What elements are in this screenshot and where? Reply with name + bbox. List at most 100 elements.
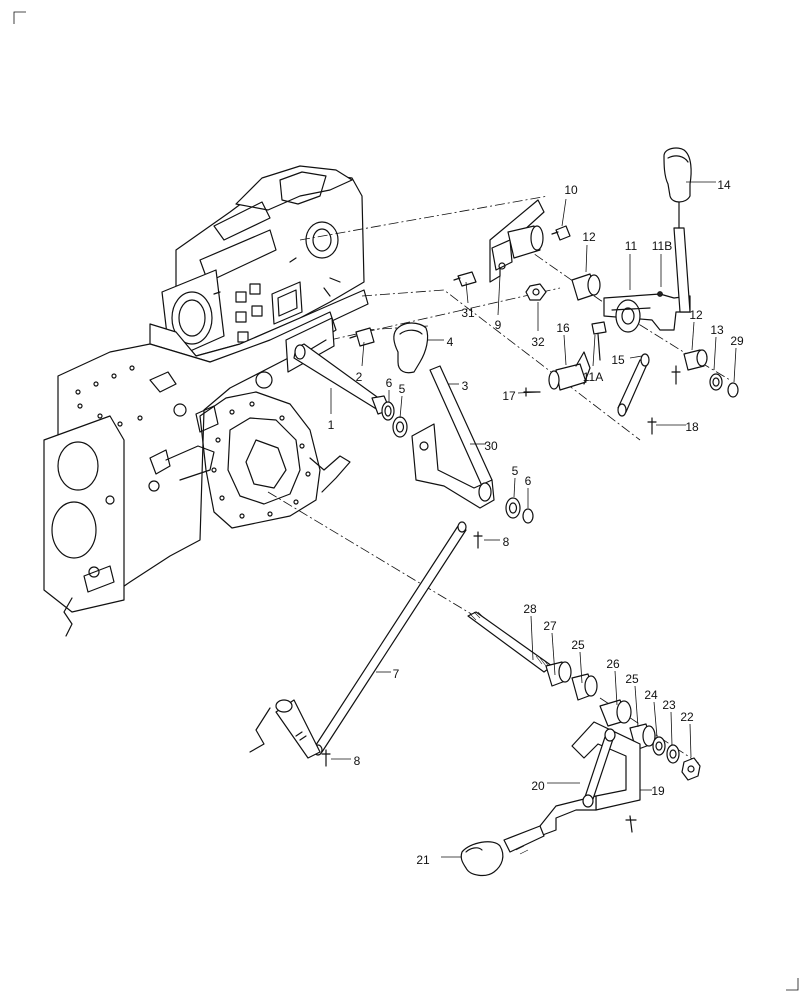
callout-c20: 20: [531, 779, 580, 793]
callout-number: 28: [523, 602, 537, 616]
callout-leader-line: [579, 651, 583, 684]
bolt-10: [555, 225, 571, 241]
callout-leader-line: [497, 274, 501, 316]
callout-number: 12: [582, 230, 596, 244]
callout-c1: 1: [328, 388, 335, 432]
center-lever-group: [285, 317, 534, 549]
callout-c30: 30: [470, 439, 498, 453]
clevis-16: [555, 363, 587, 391]
callout-leader-line: [713, 336, 717, 371]
callout-number: 19: [651, 784, 665, 798]
callout-number: 32: [531, 335, 545, 349]
callout-c10: 10: [561, 183, 578, 227]
callout-number: 8: [354, 754, 361, 768]
callout-number: 8: [503, 535, 510, 549]
snap-ring-6-right: [522, 508, 534, 524]
transmission-housing: [43, 165, 369, 637]
nut-32: [525, 283, 547, 301]
callout-c26: 26: [606, 657, 620, 706]
callout-leader-line: [670, 711, 673, 746]
callout-number: 4: [447, 335, 454, 349]
shaft-1: [293, 343, 385, 411]
callout-c11: 11: [625, 239, 638, 290]
callout-leader-line: [517, 391, 541, 394]
callout-c11a: 11A: [583, 334, 603, 384]
callout-c24: 24: [644, 688, 658, 738]
callout-c5b: 5: [512, 464, 519, 498]
callout-number: 2: [356, 370, 363, 384]
callout-c18: 18: [656, 420, 699, 434]
grease-nipple-31: [457, 271, 477, 287]
callout-number: 5: [399, 382, 406, 396]
callout-c28: 28: [523, 602, 537, 661]
callout-number: 11B: [652, 239, 672, 253]
callout-c32: 32: [531, 302, 545, 349]
callout-number: 12: [689, 308, 703, 322]
callout-c25a: 25: [571, 638, 585, 684]
corner-mark-bottom-right: [786, 978, 799, 991]
callout-number: 6: [525, 474, 532, 488]
callout-c8a: 8: [484, 535, 510, 549]
callout-number: 1: [328, 418, 335, 432]
callout-number: 27: [543, 619, 557, 633]
callout-number: 11: [625, 239, 638, 253]
callout-number: 25: [625, 672, 639, 686]
callout-leader-line: [592, 334, 596, 367]
callout-number: 6: [386, 376, 393, 390]
callout-number: 18: [685, 420, 699, 434]
callout-leader-line: [361, 341, 365, 367]
callout-leader-line: [530, 615, 534, 661]
callout-number: 31: [461, 306, 475, 320]
callout-c15: 15: [611, 353, 643, 367]
callout-leader-line: [733, 347, 737, 383]
callout-leader-line: [689, 723, 692, 758]
callout-number: 26: [606, 657, 620, 671]
knob-4: [393, 322, 429, 374]
bracket-30: [411, 423, 495, 509]
callout-number: 29: [730, 334, 744, 348]
lower-shaft-group: [460, 611, 701, 877]
callout-c12b: 12: [689, 308, 703, 351]
callout-c22: 22: [680, 710, 694, 758]
callout-number: 15: [611, 353, 625, 367]
washer-6-left: [381, 401, 395, 421]
callout-number: 30: [484, 439, 498, 453]
callout-c4: 4: [428, 335, 454, 349]
callout-c21: 21: [416, 853, 461, 867]
callout-leader-line: [629, 355, 643, 359]
callout-number: 25: [571, 638, 585, 652]
callout-c19: 19: [640, 784, 665, 798]
callout-number: 11A: [583, 370, 603, 384]
callout-c2: 2: [356, 341, 365, 384]
callout-number: 23: [662, 698, 676, 712]
corner-mark-top-left: [13, 11, 26, 24]
callout-leader-line: [551, 632, 556, 676]
callout-number: 16: [556, 321, 570, 335]
callout-leader-line: [561, 198, 567, 227]
callout-leader-line: [513, 477, 516, 498]
upper-lever-group: [453, 147, 739, 435]
callout-c3: 3: [448, 379, 469, 393]
callout-leader-line: [691, 321, 695, 351]
flange-bolt-holes: [75, 365, 143, 427]
callout-number: 9: [495, 318, 502, 332]
callout-c31: 31: [461, 281, 475, 320]
nut-22: [681, 757, 701, 781]
callout-c5a: 5: [399, 382, 406, 419]
callout-c16: 16: [556, 321, 570, 366]
callout-c29: 29: [730, 334, 744, 383]
snap-ring-29: [727, 382, 739, 398]
bolt-2: [355, 327, 375, 347]
rod-7: [249, 521, 467, 767]
callout-number: 5: [512, 464, 519, 478]
washer-5-left: [392, 416, 408, 438]
callout-c11b: 11B: [652, 239, 672, 287]
callout-leader-line: [585, 244, 588, 273]
callout-c9: 9: [495, 274, 502, 332]
callout-number: 17: [502, 389, 516, 403]
callout-leader-line: [399, 395, 403, 419]
callout-number: 3: [462, 379, 469, 393]
callout-c6a: 6: [386, 376, 393, 402]
callout-leader-line: [634, 685, 639, 728]
shaft-28: [467, 611, 553, 673]
